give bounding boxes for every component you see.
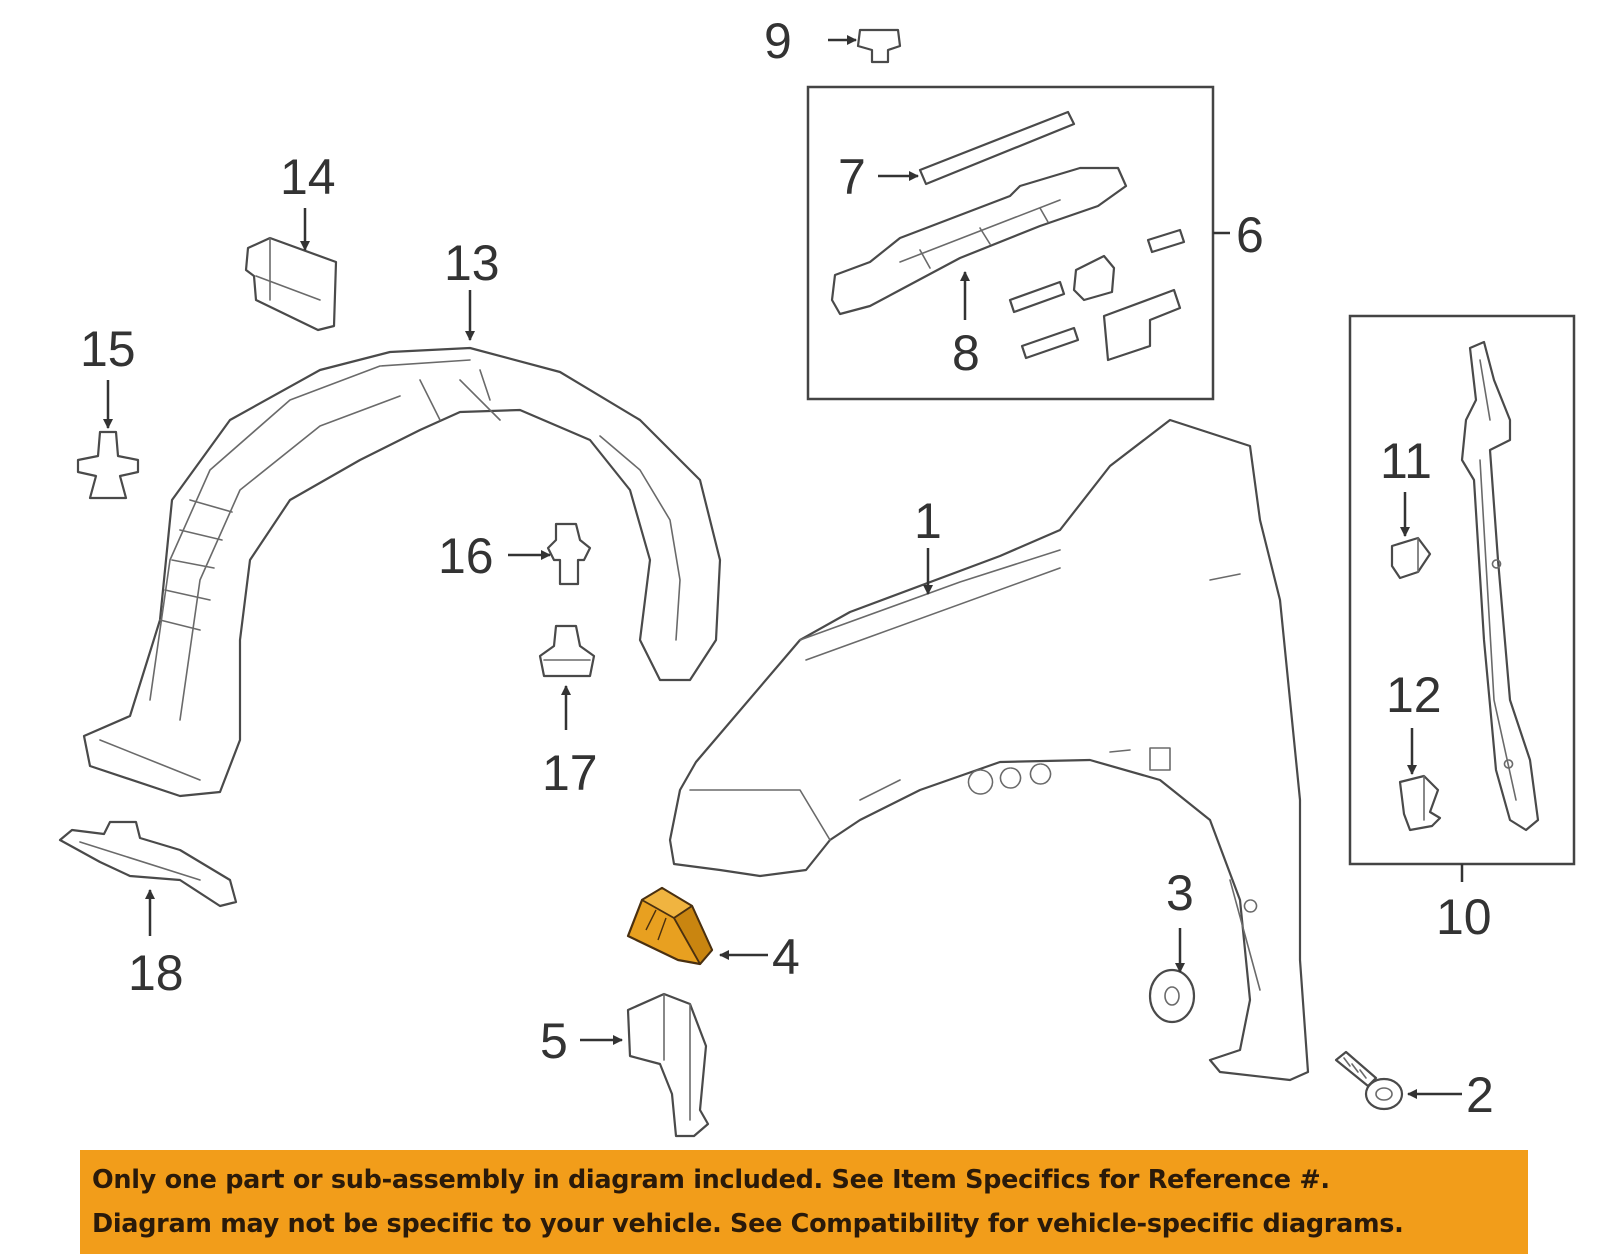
part-9-clip — [856, 28, 902, 64]
part-16-clip — [546, 522, 592, 586]
part-10-seal-strip — [1460, 340, 1540, 832]
part-14-block — [244, 236, 338, 332]
callout-3: 3 — [1166, 865, 1194, 921]
callout-13: 13 — [444, 235, 500, 291]
callout-8: 8 — [952, 325, 980, 381]
callout-16: 16 — [438, 528, 494, 584]
part-12-clip — [1398, 774, 1442, 832]
callout-10: 10 — [1436, 889, 1492, 945]
disclaimer-line-2: Diagram may not be specific to your vehi… — [92, 1209, 1404, 1239]
callout-1: 1 — [914, 493, 942, 549]
callout-5: 5 — [540, 1013, 568, 1069]
part-2-bolt — [1334, 1050, 1404, 1111]
assembly-box-6 — [806, 85, 1215, 401]
callout-9: 9 — [764, 13, 792, 69]
assembly-box-10 — [1348, 314, 1576, 866]
part-3-washer — [1148, 968, 1196, 1024]
callout-6: 6 — [1236, 207, 1264, 263]
callout-7: 7 — [838, 149, 866, 205]
part-8-bracket — [830, 166, 1186, 362]
callout-12: 12 — [1386, 667, 1442, 723]
callout-11: 11 — [1380, 433, 1432, 489]
parts-diagram: 9 7 8 6 14 15 13 — [58, 13, 1576, 1138]
callout-14: 14 — [280, 149, 336, 205]
part-7-seal — [918, 110, 1076, 186]
part-4-pad-highlighted — [626, 886, 714, 966]
disclaimer-banner: Only one part or sub-assembly in diagram… — [80, 1150, 1528, 1254]
part-11-clip — [1390, 536, 1432, 580]
callout-4: 4 — [772, 929, 800, 985]
part-15-clip — [76, 430, 140, 500]
part-13-fender-liner — [82, 346, 722, 798]
callout-15: 15 — [80, 321, 136, 377]
part-1-fender — [668, 418, 1310, 1082]
callout-17: 17 — [542, 745, 598, 801]
part-5-bracket — [626, 992, 710, 1138]
part-18-shield — [58, 820, 238, 908]
part-17-clip — [538, 624, 596, 678]
disclaimer-line-1: Only one part or sub-assembly in diagram… — [92, 1165, 1330, 1195]
callout-18: 18 — [128, 945, 184, 1001]
callout-2: 2 — [1466, 1067, 1494, 1123]
